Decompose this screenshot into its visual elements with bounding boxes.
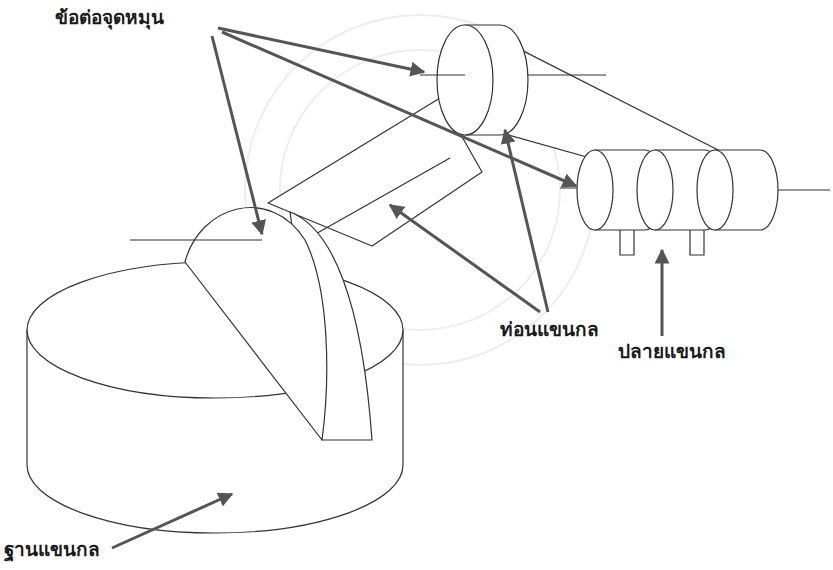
end-effector [560,150,830,255]
part-label: ฐานแขนกล [4,538,100,561]
part-label: ท่อนแขนกล [500,318,599,341]
leader-arrow [505,130,548,312]
leader-arrow [390,205,540,312]
leader-arrow [112,494,232,548]
part-label: ข้อต่อจุดหมุน [55,6,164,29]
leader-arrow [222,32,576,186]
leader-arrow [661,250,664,336]
leader-arrow [212,36,262,234]
part-label: ปลายแขนกล [618,340,726,363]
elbow-joint [420,25,606,135]
base-joint [130,208,372,440]
leader-arrow [218,28,424,72]
leader-arrows [112,28,662,548]
